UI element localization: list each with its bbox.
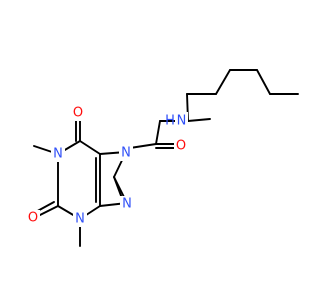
bond [215, 69, 231, 95]
bond [155, 120, 161, 145]
molecule-structure-diagram: N H O N N N N O O [26, 69, 299, 247]
bond [256, 69, 271, 95]
atom-label-o2: O [28, 211, 38, 226]
bond-layer [31, 69, 299, 247]
atom-label-h-amide: H [165, 114, 175, 129]
atom-label-n7: N [121, 146, 131, 161]
atom-label-o-amide: O [176, 139, 186, 154]
atom-label-n9: N [122, 197, 132, 212]
atom-label-n3: N [75, 212, 85, 227]
bond [79, 140, 101, 155]
atom-label-n1: N [53, 147, 63, 162]
bond [129, 143, 157, 149]
atom-label-layer: N H O N N N N O O [26, 105, 188, 227]
atom-label-o6: O [73, 106, 83, 121]
atom-label-n-amide: N [177, 114, 187, 129]
bond [187, 118, 211, 122]
